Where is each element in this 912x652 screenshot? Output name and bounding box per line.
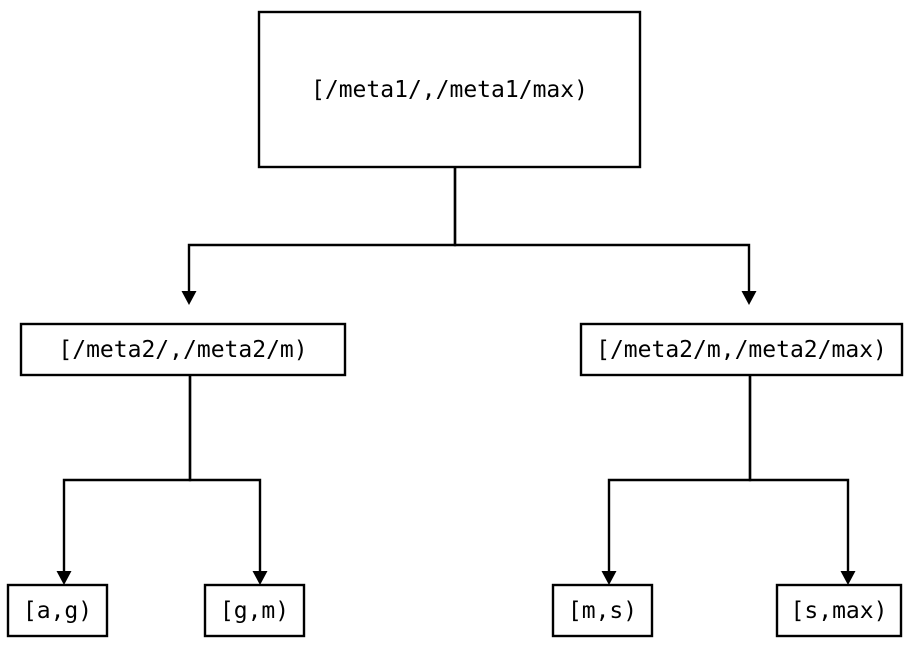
edge-path — [748, 375, 850, 571]
edge-path — [453, 167, 751, 291]
node-box-leaf-gm[interactable] — [203, 583, 306, 638]
arrowhead-icon — [252, 571, 268, 585]
edge-root-to-mid-right — [453, 167, 757, 305]
node-box-leaf-ms[interactable] — [551, 583, 654, 638]
tree-node-root[interactable]: [/meta1/,/meta1/max) — [257, 10, 642, 169]
edge-path — [187, 167, 457, 291]
node-box-leaf-ag[interactable] — [6, 583, 109, 638]
node-label-mid-left: [/meta2/,/meta2/m) — [58, 337, 307, 363]
tree-node-mid-left[interactable]: [/meta2/,/meta2/m) — [19, 322, 347, 377]
edge-mid-right-to-leaf-ms — [601, 375, 752, 585]
node-label-leaf-smax: [s,max) — [791, 598, 888, 624]
edge-path — [188, 375, 262, 571]
arrowhead-icon — [56, 571, 72, 585]
node-label-root: [/meta1/,/meta1/max) — [311, 77, 588, 103]
node-label-leaf-ag: [a,g) — [23, 598, 92, 624]
node-label-leaf-gm: [g,m) — [220, 598, 289, 624]
tree-node-mid-right[interactable]: [/meta2/m,/meta2/max) — [579, 322, 904, 377]
arrowhead-icon — [601, 571, 617, 585]
node-box-mid-left[interactable] — [19, 322, 347, 377]
arrowhead-icon — [741, 291, 757, 305]
tree-node-leaf-gm[interactable]: [g,m) — [203, 583, 306, 638]
arrowhead-icon — [840, 571, 856, 585]
edge-mid-right-to-leaf-smax — [748, 375, 856, 585]
nodes-layer: [/meta1/,/meta1/max) [/meta2/,/meta2/m) [/… — [6, 10, 904, 638]
arrowhead-icon — [181, 291, 197, 305]
node-label-mid-right: [/meta2/m,/meta2/max) — [596, 337, 887, 363]
node-label-leaf-ms: [m,s) — [568, 598, 637, 624]
edge-mid-left-to-leaf-gm — [188, 375, 268, 585]
edge-path — [607, 375, 752, 571]
tree-node-leaf-ms[interactable]: [m,s) — [551, 583, 654, 638]
node-box-leaf-smax[interactable] — [775, 583, 903, 638]
node-box-root[interactable] — [257, 10, 642, 169]
tree-node-leaf-ag[interactable]: [a,g) — [6, 583, 109, 638]
tree-node-leaf-smax[interactable]: [s,max) — [775, 583, 903, 638]
edge-path — [62, 375, 192, 571]
edges-layer — [56, 167, 856, 585]
edge-mid-left-to-leaf-ag — [56, 375, 192, 585]
edge-root-to-mid-left — [181, 167, 457, 305]
node-box-mid-right[interactable] — [579, 322, 904, 377]
